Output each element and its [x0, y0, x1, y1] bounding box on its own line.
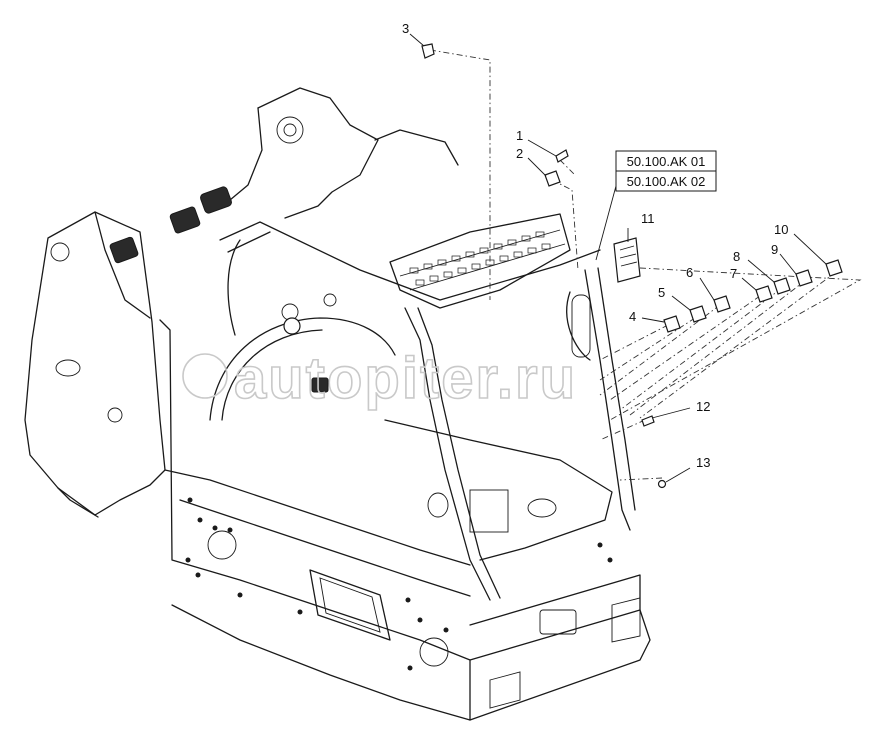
- part-2-clip: [527, 157, 561, 187]
- machine-frame: [24, 87, 651, 721]
- reference-label-2[interactable]: 50.100.AK 02: [627, 174, 706, 189]
- callout-2[interactable]: 2: [516, 146, 523, 161]
- callout-1[interactable]: 1: [516, 128, 523, 143]
- part-11-label-plate: [613, 228, 641, 283]
- callout-numbers: 3 1 2 11 10 8 9 6 7 5 4 12 13: [402, 21, 788, 470]
- chassis-bolts: [185, 497, 613, 671]
- part-5-clip: [671, 295, 707, 323]
- callout-5[interactable]: 5: [658, 285, 665, 300]
- callout-12[interactable]: 12: [696, 399, 710, 414]
- callout-7[interactable]: 7: [730, 266, 737, 281]
- reference-label-1[interactable]: 50.100.AK 01: [627, 154, 706, 169]
- callout-10[interactable]: 10: [774, 222, 788, 237]
- part-9-clip: [779, 253, 813, 287]
- part-4-clip: [641, 315, 681, 333]
- watermark-text: autopiter.ru: [234, 346, 577, 411]
- callout-3[interactable]: 3: [402, 21, 409, 36]
- part-8-clip: [747, 259, 791, 295]
- part-10-clip: [793, 233, 843, 277]
- part-6-clip: [699, 277, 731, 313]
- reference-boxes: 50.100.AK 01 50.100.AK 02: [595, 150, 717, 261]
- callout-4[interactable]: 4: [629, 309, 636, 324]
- part-1-tie: [527, 139, 569, 163]
- callout-9[interactable]: 9: [771, 242, 778, 257]
- step-perforations: [409, 231, 551, 286]
- callout-11[interactable]: 11: [641, 211, 655, 226]
- part-13-bolt: [657, 467, 691, 489]
- part-12-screw: [641, 407, 691, 427]
- callout-13[interactable]: 13: [696, 455, 710, 470]
- part-7-clip: [741, 277, 773, 303]
- callout-8[interactable]: 8: [733, 249, 740, 264]
- dashed-leaders: [429, 49, 862, 481]
- watermark: autopiter.ru: [182, 345, 577, 412]
- part-3-clip: [409, 33, 435, 59]
- callout-6[interactable]: 6: [686, 265, 693, 280]
